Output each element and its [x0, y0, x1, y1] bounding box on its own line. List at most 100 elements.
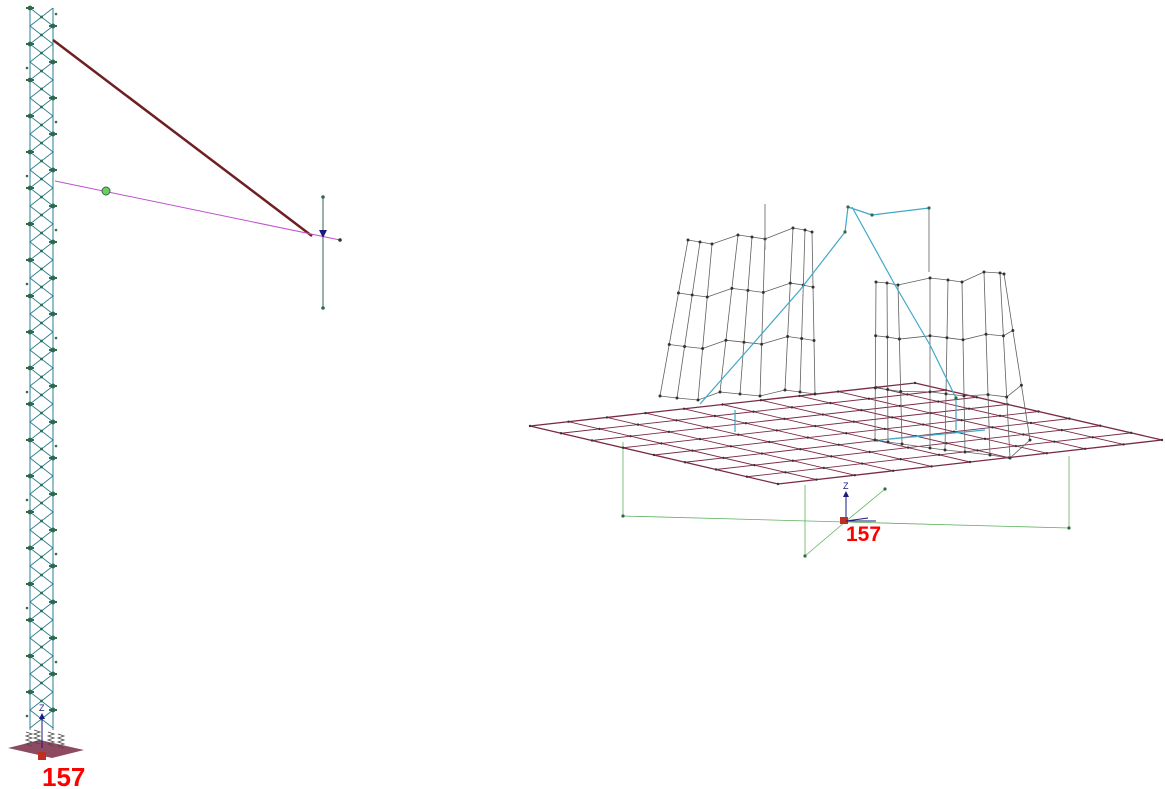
- mast-node: [25, 714, 29, 718]
- mast-node-flange: [26, 187, 34, 189]
- slab-node: [752, 410, 755, 413]
- mast-node-flange: [49, 421, 57, 423]
- frame-beam: [792, 227, 806, 231]
- slab-node: [913, 381, 917, 385]
- mast-node-flange: [26, 475, 34, 477]
- origin-node-marker[interactable]: [840, 517, 848, 524]
- slab-node: [1099, 424, 1102, 427]
- mast-node: [40, 339, 43, 343]
- mast-nodes: [25, 5, 58, 721]
- mast-base-support: Z: [8, 703, 84, 760]
- frame-node: [788, 281, 792, 285]
- tip-end-node[interactable]: [338, 238, 342, 242]
- frame-node: [675, 396, 679, 400]
- frame-column: [886, 282, 889, 443]
- slab-node: [1014, 444, 1018, 448]
- frame-beam: [801, 338, 815, 341]
- frame-node: [874, 280, 878, 284]
- mast-node: [40, 609, 43, 613]
- frame-beam: [929, 335, 948, 339]
- stay-joint-marker[interactable]: [101, 186, 111, 196]
- mast-node-flange: [49, 709, 57, 711]
- frame-beam: [784, 389, 801, 393]
- mast-node: [40, 519, 43, 523]
- frame-node: [812, 339, 816, 343]
- mast-node-flange: [49, 205, 57, 207]
- slab-node: [975, 396, 978, 399]
- slab-node: [921, 423, 925, 426]
- frame-column: [811, 231, 816, 395]
- frame-node: [1002, 272, 1006, 276]
- frame-beam: [711, 234, 739, 245]
- frame-beam: [725, 339, 745, 343]
- mast-node: [54, 228, 58, 232]
- frame-node: [962, 394, 966, 398]
- mast-node: [25, 390, 29, 394]
- slab-node: [852, 420, 855, 423]
- right-node-number-label: 157: [846, 523, 882, 546]
- frame-beam: [874, 439, 889, 443]
- frame-column: [874, 281, 877, 441]
- right-building-frame: [873, 270, 1032, 460]
- slab-node: [675, 419, 678, 422]
- frame-beam: [929, 277, 949, 281]
- frame-beam: [946, 337, 964, 341]
- base-node-marker[interactable]: [38, 752, 46, 760]
- mast-node: [40, 321, 43, 325]
- mast-node-flange: [49, 241, 57, 243]
- frame-beam: [987, 394, 1007, 398]
- slab-node: [829, 401, 832, 405]
- slab-node: [991, 426, 994, 429]
- frame-column: [676, 241, 701, 399]
- frame-beam: [875, 281, 888, 284]
- slab-node: [682, 407, 686, 410]
- slab-node: [967, 407, 971, 410]
- slab-node: [590, 439, 594, 442]
- stay-line[interactable]: [54, 180, 341, 241]
- frame-node: [813, 392, 817, 396]
- mast-node-flange: [49, 493, 57, 495]
- frame-node: [696, 398, 700, 402]
- frame-column: [697, 243, 713, 401]
- slab-node: [1022, 433, 1025, 436]
- frame-beam: [964, 451, 991, 456]
- y-axis-arrow-icon: [845, 517, 869, 522]
- slab-node: [937, 400, 940, 403]
- slab-node: [1084, 447, 1087, 450]
- frame-node: [701, 347, 705, 351]
- slab-node: [775, 429, 779, 432]
- mast-node-flange: [49, 97, 57, 99]
- frame-node: [984, 332, 988, 336]
- slab-node: [837, 443, 840, 446]
- mast-node: [25, 66, 29, 70]
- boom-cable[interactable]: [52, 39, 313, 237]
- support-nodes: [621, 487, 1071, 558]
- z-axis-label: Z: [39, 703, 45, 713]
- slab-node: [1060, 428, 1064, 432]
- frame-beam: [887, 441, 903, 445]
- mast-node-flange: [49, 601, 57, 603]
- slab-node: [906, 393, 909, 396]
- mast-node-flange: [49, 565, 57, 567]
- slab-node: [759, 399, 763, 402]
- frame-node: [1011, 328, 1015, 332]
- slab-node: [559, 432, 563, 435]
- mast-node: [40, 375, 43, 379]
- tip-hanger-top-node[interactable]: [321, 195, 325, 199]
- tip-hanger-bottom-node[interactable]: [321, 306, 325, 310]
- support-frame: [622, 442, 1070, 557]
- mast-node-flange: [26, 331, 34, 333]
- mast-node-flange: [49, 673, 57, 675]
- mast-node-flange: [26, 547, 34, 549]
- frame-beam: [699, 241, 713, 245]
- mast-node-flange: [26, 115, 34, 117]
- frame-node: [791, 226, 795, 230]
- slab-node: [883, 427, 886, 431]
- base-springs: [24, 729, 66, 749]
- frame-node: [686, 238, 690, 242]
- frame-node: [873, 386, 877, 390]
- frame-beam: [687, 239, 701, 243]
- slab-node: [983, 437, 987, 441]
